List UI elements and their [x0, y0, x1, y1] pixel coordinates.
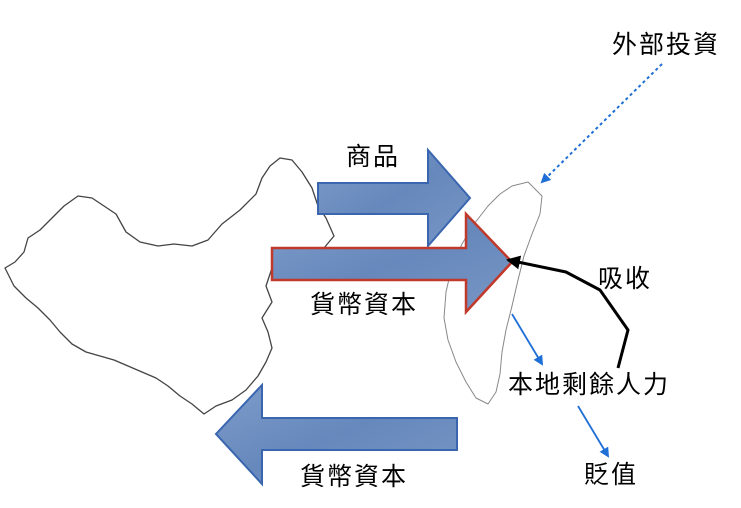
- goods-label: 商品: [346, 142, 401, 171]
- local-surplus-labor-label: 本地剩餘人力: [508, 370, 671, 399]
- money-capital-outflow-arrow: [214, 382, 458, 487]
- money-capital-top-label: 貨幣資本: [310, 290, 419, 319]
- china-map-outline: [4, 157, 335, 415]
- devalue-label: 貶值: [584, 460, 639, 489]
- goods-arrow: [317, 147, 472, 249]
- labor-connector-arrow: [511, 313, 544, 366]
- investment-dotted-arrow: [540, 63, 663, 184]
- external-investment-label: 外部投資: [612, 30, 721, 59]
- devalue-connector-arrow: [577, 405, 610, 458]
- money-capital-inflow-arrow: [270, 210, 514, 316]
- money-capital-bottom-label: 貨幣資本: [300, 462, 409, 491]
- absorb-label: 吸收: [598, 264, 653, 293]
- absorb-arrow: [506, 255, 630, 369]
